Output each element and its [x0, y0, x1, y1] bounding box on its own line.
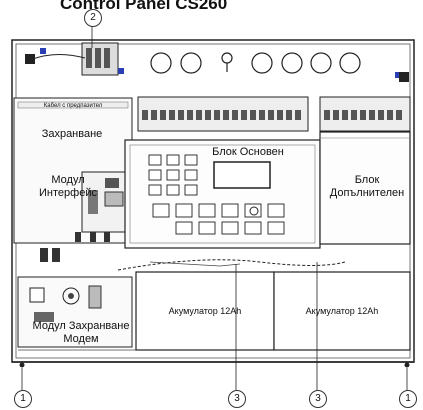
extension-unit-board [319, 131, 411, 245]
callout-leaders [21, 25, 408, 392]
lcd-display [213, 161, 271, 189]
fuse-terminal-block [81, 42, 119, 76]
callout-3-mid-right: 3 [309, 390, 327, 408]
keypad-buttons-bottom [152, 203, 285, 235]
modem-power-module-label: Модул Захранване Модем [32, 320, 130, 345]
terminal-screws [142, 110, 301, 120]
callout-3-mid-left: 3 [228, 390, 246, 408]
keypad-buttons-left [148, 154, 198, 196]
callout-2-top: 2 [84, 9, 102, 27]
power-cable-label: Кабел с предпазител [43, 103, 103, 109]
keyhole [221, 52, 233, 72]
battery-right-label: Акумулатор 12Ah [305, 306, 379, 316]
interface-module-label: Модул Интерфейс [39, 174, 97, 199]
connector-row [40, 232, 110, 262]
battery-bay-right [273, 271, 411, 351]
callout-1-left: 1 [14, 390, 32, 408]
main-unit-label: Блок Основен [212, 146, 284, 158]
callout-1-right: 1 [399, 390, 417, 408]
cable-harness [117, 259, 346, 271]
diagram-title: Control Panel CS260 [60, 0, 228, 13]
extension-unit-label: Блок Допълнителен [329, 174, 405, 199]
battery-left-label: Акумулатор 12Ah [168, 306, 242, 316]
power-supply-label: Захранване [41, 128, 103, 140]
knockout-holes [150, 52, 361, 74]
